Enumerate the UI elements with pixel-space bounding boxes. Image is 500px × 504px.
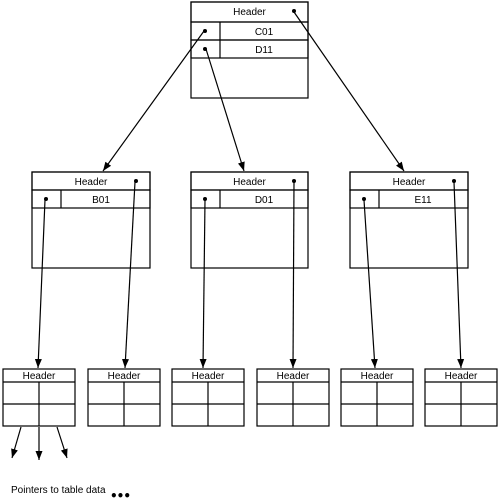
arrow-leaf-to-data-1 [11,426,22,459]
leaf-node-3-header: Header [192,371,225,382]
arrow-node3-to-leaf5 [363,199,378,369]
level2-node-3-header: Header [393,177,426,188]
arrow-node3-to-leaf6 [453,181,465,369]
ellipsis-indicator: ••• [110,489,131,503]
leaf-node-2-header: Header [108,371,141,382]
arrow-node1-to-leaf2 [121,181,136,369]
level2-node-1 [31,171,151,269]
level2-node-3 [349,171,469,269]
level2-node-1-header: Header [75,177,108,188]
level2-node-1-key: B01 [92,195,110,206]
leaf-node-2 [87,368,161,427]
root-node [190,1,309,99]
arrow-leaf-to-data-3 [56,426,68,459]
root-header-label: Header [233,7,266,18]
leaf-node-5 [340,368,414,427]
level2-node-2 [190,171,309,269]
arrow-root-to-node-2 [205,48,245,172]
level2-node-2-header-pointer [292,179,296,183]
level2-node-3-key: E11 [414,195,431,206]
leaf-node-4 [256,368,330,427]
leaf-node-5-header: Header [361,371,394,382]
leaf-node-3 [171,368,245,427]
level2-node-3-key-pointer [362,197,366,201]
level2-node-2-key: D01 [255,195,274,206]
leaf-node-6-header: Header [445,371,478,382]
level2-node-2-key-pointer [203,197,207,201]
leaf-node-6 [424,368,498,427]
root-header-pointer [292,9,296,13]
arrow-node2-to-leaf4 [289,181,297,369]
root-key-1: C01 [255,27,274,38]
caption-pointers-to-table-data: Pointers to table data [11,485,106,496]
root-key-2: D11 [255,45,273,56]
arrow-root-to-node-1 [102,30,205,172]
leaf-node-1 [2,368,76,427]
leaf-node-4-header: Header [277,371,310,382]
arrow-root-to-node-3 [293,11,405,172]
level2-node-3-header-pointer [452,179,456,183]
level2-node-2-header: Header [233,177,266,188]
arrow-node1-to-leaf1 [34,199,46,369]
leaf-node-1-header: Header [23,371,56,382]
arrow-node2-to-leaf3 [199,199,207,369]
